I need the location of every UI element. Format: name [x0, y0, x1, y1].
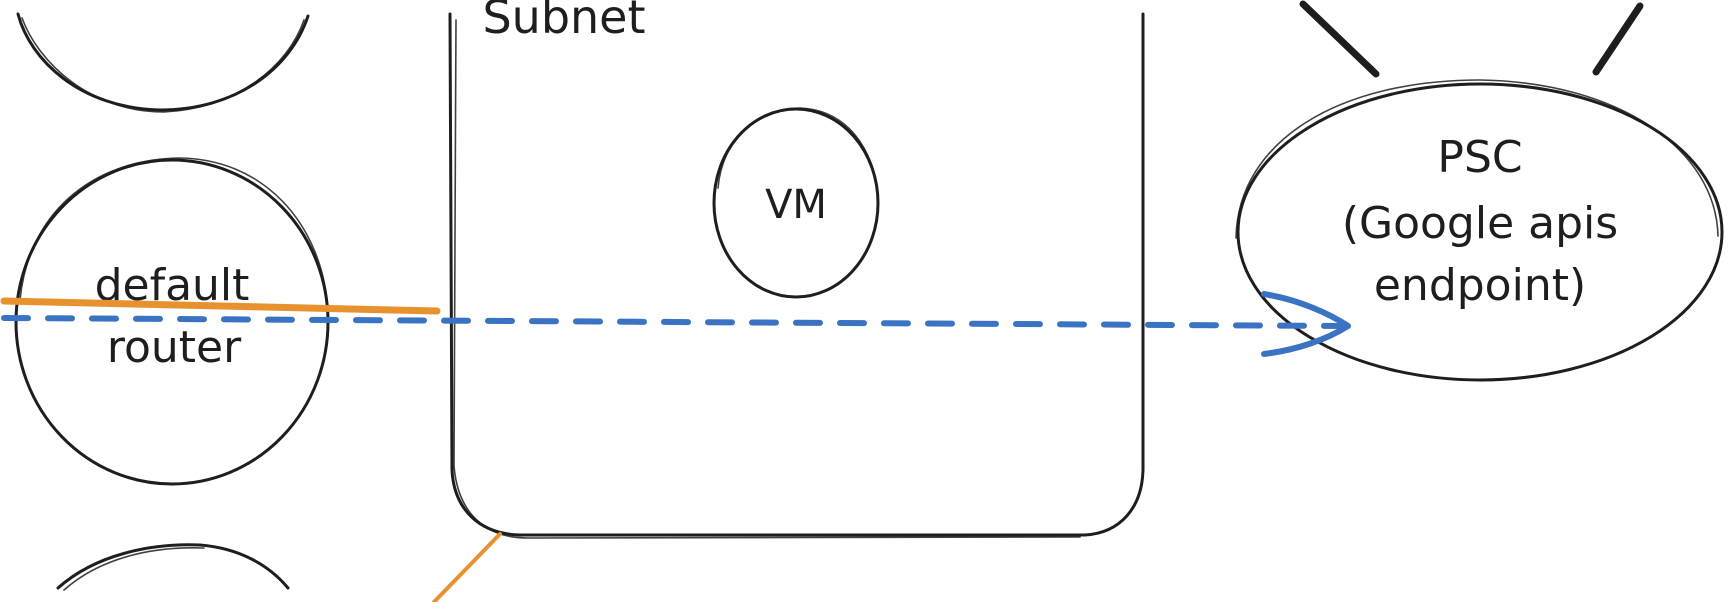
- psc-node: PSC (Google apis endpoint): [1235, 79, 1724, 382]
- psc-incoming-connector-right: [1592, 2, 1644, 76]
- blue-dashed-flow-arrow: [1, 291, 1351, 357]
- router-label-line2: router: [107, 322, 242, 373]
- blue-dashed-line: [1, 315, 1349, 329]
- psc-label-line1: PSC: [1437, 132, 1522, 183]
- vm-label: VM: [765, 182, 827, 228]
- psc-incoming-connector-left: [1299, 0, 1380, 78]
- top-left-partial-node: [16, 12, 310, 113]
- psc-label-line3: endpoint): [1374, 260, 1586, 311]
- blue-arrowhead: [1261, 291, 1351, 357]
- bottom-left-partial-node: [56, 543, 290, 591]
- psc-label-line2: (Google apis: [1342, 198, 1618, 249]
- vm-node: VM: [712, 107, 880, 299]
- orange-subnet-link: [432, 532, 502, 602]
- subnet-container: Subnet: [448, 0, 1145, 539]
- subnet-label: Subnet: [482, 0, 645, 44]
- orange-router-link: [0, 297, 441, 315]
